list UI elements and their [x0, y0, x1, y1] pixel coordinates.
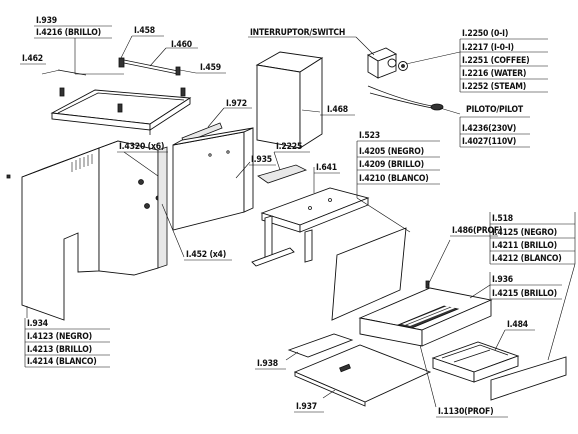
label-523: I.523	[359, 131, 380, 141]
label-939: I.939	[36, 16, 57, 26]
label-group-pilot: PILOTO/PILOT I.4236(230V) I.4027(110V)	[459, 105, 530, 148]
label-484: I.484	[507, 320, 529, 330]
leader-lines	[26, 35, 506, 408]
label-452: I.452 (x4)	[186, 250, 226, 260]
label-4213: I.4213 (BRILLO)	[27, 345, 92, 355]
label-938: I.938	[257, 359, 278, 369]
label-2216: I.2216 (WATER)	[462, 69, 526, 79]
label-2252: I.2252 (STEAM)	[462, 82, 526, 92]
vent-slots	[71, 154, 93, 172]
label-4320: I.4320 (x6)	[119, 142, 164, 152]
label-486: I.486(PROF)	[452, 226, 502, 236]
label-4212: I.4212 (BLANCO)	[492, 254, 562, 264]
part-base-937	[293, 344, 432, 407]
part-back-panel-518	[490, 356, 567, 401]
part-rails	[57, 57, 186, 113]
label-468: I.468	[327, 105, 348, 115]
label-group-939: I.939 I.4216 (BRILLO)	[34, 16, 112, 39]
clip-458	[118, 57, 125, 68]
part-bracket-2225	[257, 164, 308, 184]
label-group-934: I.934 I.4123 (NEGRO) I.4213 (BRILLO) I.4…	[24, 318, 110, 368]
label-460: I.460	[171, 40, 193, 50]
label-4205: I.4205 (NEGRO)	[359, 147, 424, 157]
label-group-switch: I.2250 (0-I) I.2217 (I-0-I) I.2251 (COFF…	[459, 29, 548, 93]
clip-459	[175, 66, 181, 76]
pilot-title: PILOTO/PILOT	[466, 105, 524, 115]
part-rear-box	[172, 127, 254, 231]
label-972: I.972	[226, 99, 247, 109]
part-plate-938	[287, 333, 354, 358]
grill-slots	[396, 305, 460, 329]
label-2250: I.2250 (0-I)	[462, 29, 508, 39]
label-4027: I.4027(110V)	[462, 137, 516, 147]
part-body-486	[358, 280, 493, 347]
part-front-panel-523	[331, 227, 407, 321]
part-side-panel	[21, 140, 168, 321]
label-2217: I.2217 (I-0-I)	[462, 43, 514, 53]
label-group-518: I.518 I.4125 (NEGRO) I.4211 (BRILLO) I.4…	[489, 212, 576, 361]
label-4216: I.4216 (BRILLO)	[36, 28, 101, 38]
label-937: I.937	[296, 402, 317, 412]
label-2251: I.2251 (COFFEE)	[462, 56, 529, 66]
label-4209: I.4209 (BRILLO)	[359, 160, 424, 170]
label-group-523: I.523 I.4205 (NEGRO) I.4209 (BRILLO) I.4…	[356, 131, 440, 198]
label-458: I.458	[134, 26, 155, 36]
label-4215: I.4215 (BRILLO)	[492, 289, 557, 299]
label-935: I.935	[251, 155, 272, 165]
label-1130: I.1130(PROF)	[438, 407, 493, 417]
label-518: I.518	[492, 214, 513, 224]
part-cup-tray	[50, 89, 192, 135]
label-459: I.459	[200, 63, 221, 73]
part-pilot-lamp	[367, 85, 444, 111]
label-641: I.641	[316, 163, 337, 173]
label-4125: I.4125 (NEGRO)	[492, 228, 557, 238]
switch-title: INTERRUPTOR/SWITCH	[250, 28, 345, 38]
label-group-936: I.936 I.4215 (BRILLO)	[489, 272, 562, 300]
part-drip-tray	[431, 341, 520, 383]
part-water-tank	[255, 51, 324, 149]
label-4236: I.4236(230V)	[462, 124, 516, 134]
part-frame-641	[251, 187, 370, 267]
label-4214: I.4214 (BLANCO)	[27, 357, 97, 367]
part-switch	[366, 47, 408, 79]
label-2225: I.2225	[276, 142, 302, 152]
screw-dot	[6, 174, 11, 179]
label-936: I.936	[492, 275, 513, 285]
label-4123: I.4123 (NEGRO)	[27, 332, 92, 342]
label-4210: I.4210 (BLANCO)	[359, 174, 429, 184]
label-462: I.462	[22, 54, 43, 64]
label-934: I.934	[27, 319, 49, 329]
label-4211: I.4211 (BRILLO)	[492, 241, 557, 251]
